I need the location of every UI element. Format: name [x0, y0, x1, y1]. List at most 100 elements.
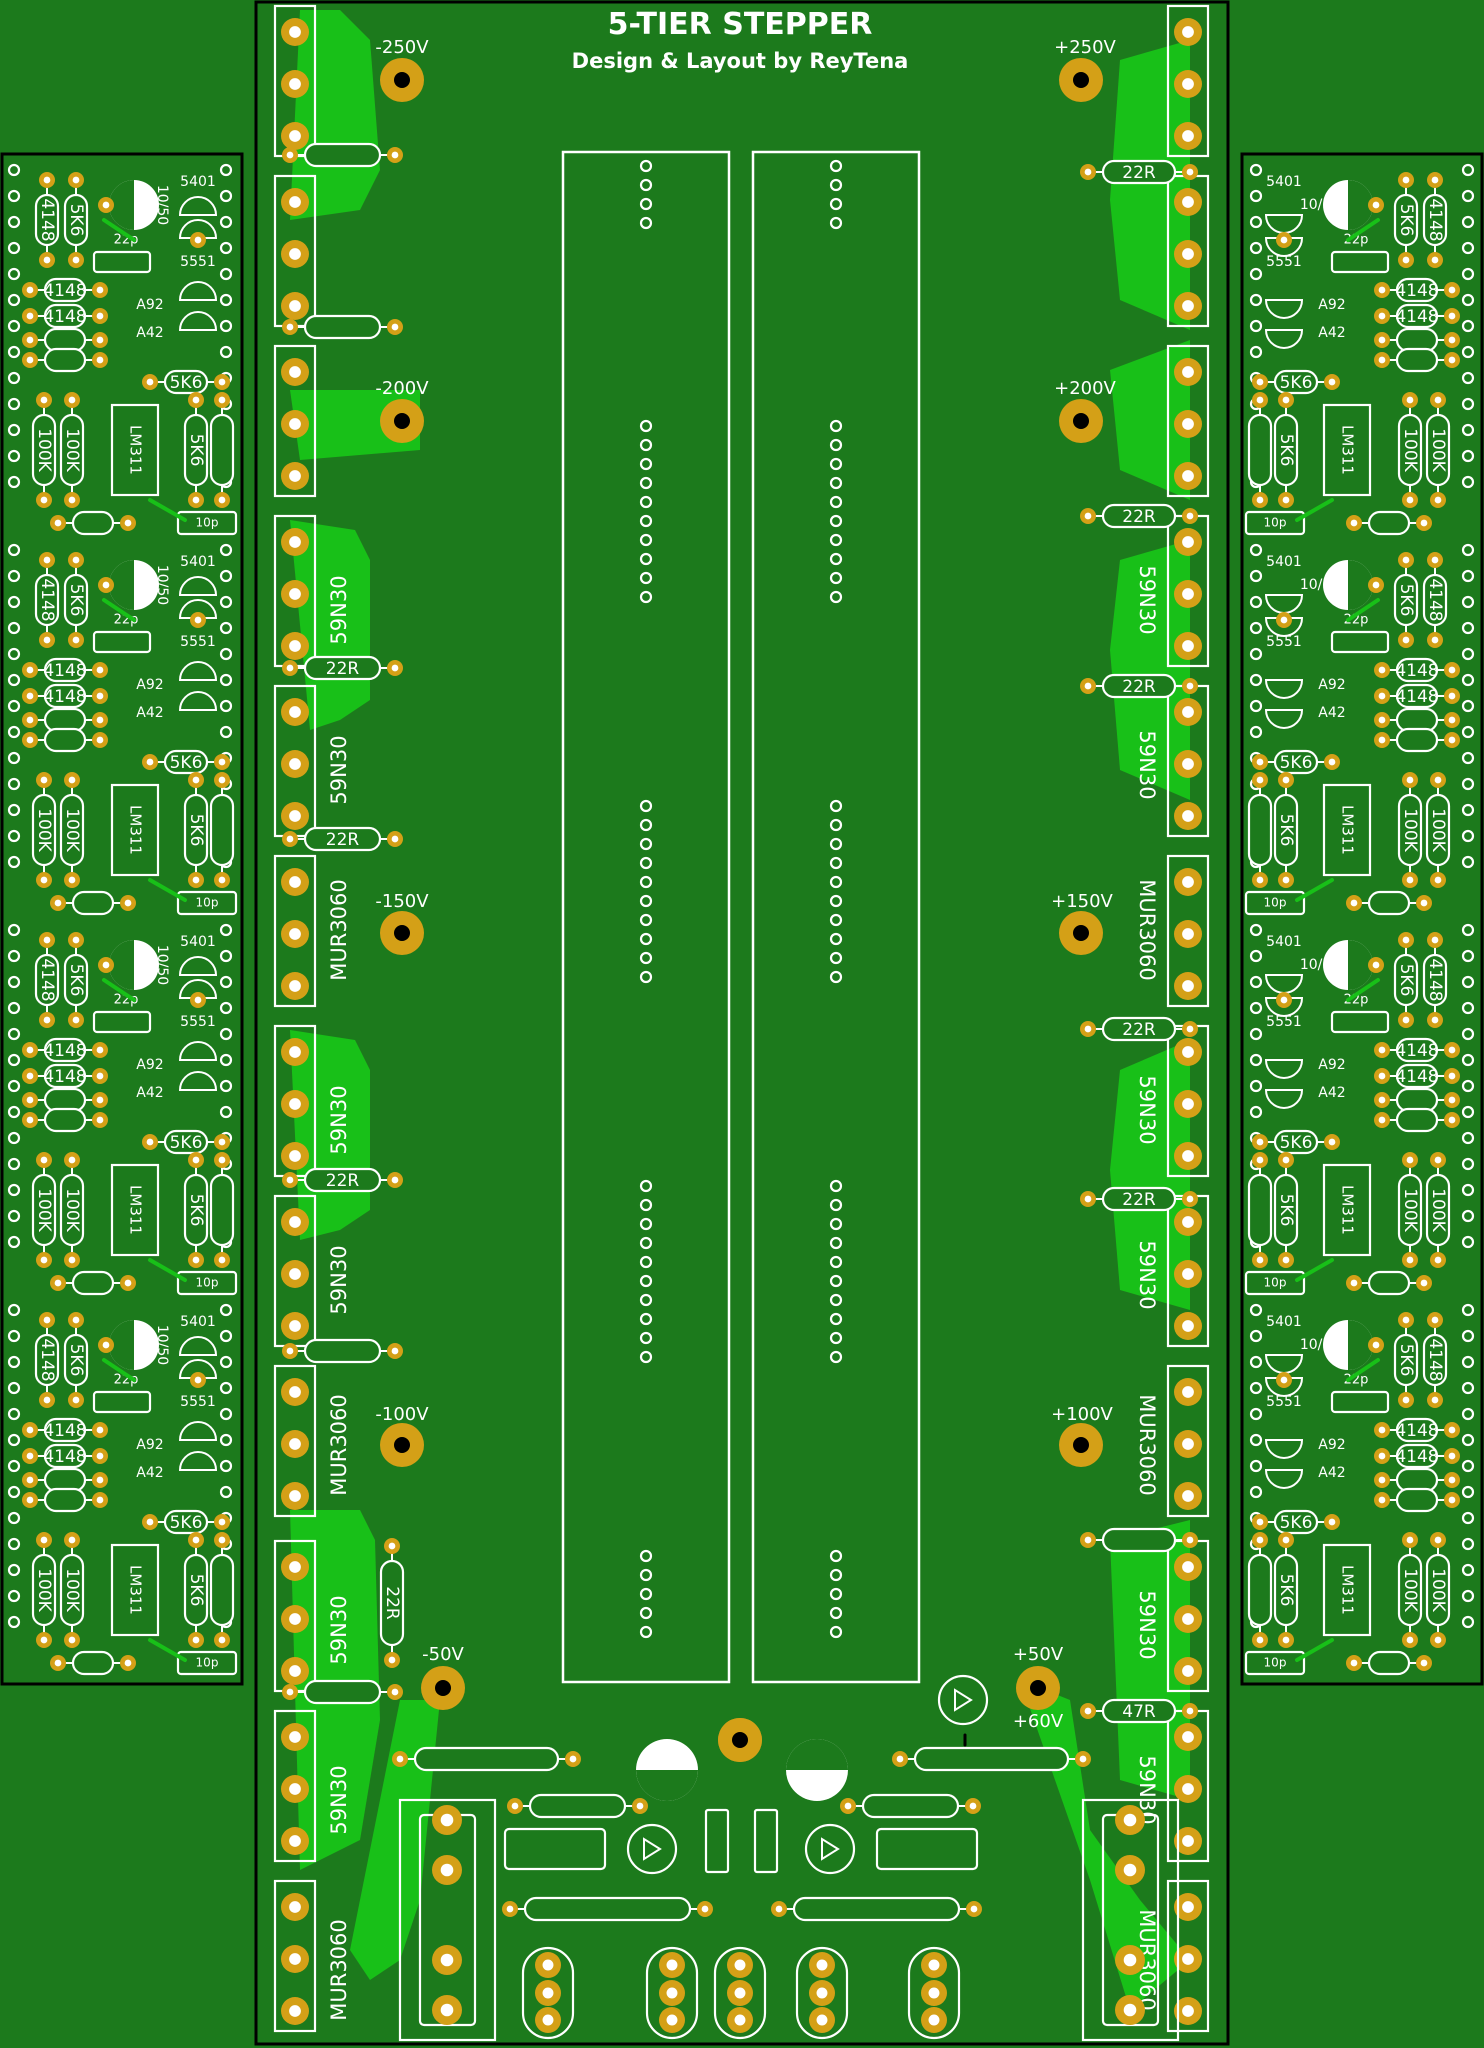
module-edge-via — [7, 621, 21, 635]
pad-hole — [146, 378, 154, 386]
pad-hole — [1256, 396, 1264, 404]
hole-g2-c1-9 — [829, 590, 843, 604]
pad-hole — [26, 1426, 34, 1434]
gate-resistor-l4 — [303, 826, 382, 852]
module-resistor-v — [1393, 193, 1419, 247]
module-edge-via — [1249, 647, 1263, 661]
module-edge-via — [1249, 189, 1263, 203]
pad-hole — [26, 692, 34, 700]
module-edge-via — [1461, 1183, 1475, 1197]
pad-hole — [192, 776, 200, 784]
module-t5551-label: 5551 — [1266, 634, 1302, 650]
module-edge-via — [1249, 241, 1263, 255]
pad-hole — [40, 496, 48, 504]
pad-hole — [1282, 1156, 1290, 1164]
pad-hole — [1182, 1835, 1194, 1847]
pad-hole — [289, 1953, 301, 1965]
module-ta42 — [178, 1071, 218, 1091]
pad-hole — [286, 835, 294, 843]
pad-hole — [1448, 1072, 1456, 1080]
module-10p-cap — [176, 1650, 238, 1676]
module-10p-cap — [176, 890, 238, 916]
module-resistor-5k6 — [1273, 1129, 1319, 1155]
pad-hole — [286, 151, 294, 159]
pad-hole — [289, 300, 301, 312]
pour-left-rail — [350, 1700, 440, 1980]
left-part-label-5: MUR3060 — [327, 1394, 351, 1496]
pour-right-fet3 — [1110, 1040, 1190, 1310]
resistor-label: 4148 — [43, 1067, 86, 1087]
pad-hole — [1182, 588, 1194, 600]
left-terminal-block-11 — [273, 1879, 317, 2033]
pad-hole — [192, 1536, 200, 1544]
module-edge-via — [219, 1079, 233, 1093]
hole-g5-c1-3 — [829, 1606, 843, 1620]
pad-hole — [396, 1755, 404, 1763]
resistor-label: 22R — [1122, 677, 1156, 697]
pad-hole — [1186, 1536, 1194, 1544]
module-edge-via — [1249, 1303, 1263, 1317]
module-trace — [1346, 218, 1380, 242]
resistor-label: 100K — [62, 1568, 82, 1612]
pad-hole — [26, 1476, 34, 1484]
hole-g4-c1-8 — [829, 1331, 843, 1345]
pad-hole — [192, 1636, 200, 1644]
module-cap-polarity — [1348, 560, 1373, 610]
module-resistor-5k6-v — [183, 413, 209, 487]
module-resistor-100k-2 — [1397, 413, 1423, 487]
pad-hole — [391, 1347, 399, 1355]
pad-hole — [102, 1341, 110, 1349]
module-edge-via — [1461, 215, 1475, 229]
module-resistor-h1 — [1395, 1467, 1439, 1493]
pad-hole — [192, 396, 200, 404]
resistor-label: 4148 — [1395, 1041, 1438, 1061]
output-connector-1 — [645, 1946, 699, 2040]
module-diode-v — [1422, 1333, 1448, 1387]
module-cap-polarity — [1348, 1320, 1373, 1370]
module-trace — [148, 1638, 187, 1662]
board-title: 5-TIER STEPPER — [608, 7, 873, 42]
module-resistor-5k6-v — [183, 1173, 209, 1247]
module-22p-label: 22p — [114, 613, 139, 628]
right-terminal-block-11 — [1166, 1879, 1210, 2033]
module-t5401-label: 5401 — [1266, 554, 1302, 570]
module-trace — [1346, 1358, 1380, 1382]
module-22p-cap — [1330, 250, 1390, 274]
module-resistor-v — [1393, 1333, 1419, 1387]
pad-hole — [1182, 980, 1194, 992]
module-ta42-label: A42 — [136, 1085, 163, 1101]
pad-hole — [1431, 256, 1439, 264]
module-trace — [1346, 978, 1380, 1002]
rail-label-pos200: +200V — [1054, 378, 1116, 399]
hole-g2-c1-7 — [829, 552, 843, 566]
pad-hole — [1182, 26, 1194, 38]
hole-g4-c1-7 — [829, 1312, 843, 1326]
resistor-label: 100K — [1428, 808, 1448, 852]
pad-hole — [43, 936, 51, 944]
module-diode-h2 — [1395, 683, 1439, 709]
module-edge-via — [219, 267, 233, 281]
module-edge-via — [1461, 241, 1475, 255]
module-diode-h1 — [43, 1417, 87, 1443]
module-trace — [1295, 1258, 1334, 1282]
resistor-label: 5K6 — [1396, 1344, 1416, 1377]
module-edge-via — [1461, 673, 1475, 687]
pad-hole — [1448, 1496, 1456, 1504]
resistor-label: 22R — [1122, 1020, 1156, 1040]
pad-hole — [68, 1156, 76, 1164]
gate-resistor-l6 — [303, 1338, 382, 1364]
pad-hole — [194, 1376, 202, 1384]
module-edge-via — [7, 1537, 21, 1551]
module-resistor-v2 — [209, 413, 235, 487]
pad-hole — [1402, 176, 1410, 184]
pad-hole — [391, 1176, 399, 1184]
hole-g3-c1-2 — [829, 837, 843, 851]
pad-hole — [1182, 1665, 1194, 1677]
module-edge-via — [7, 673, 21, 687]
module-t5401 — [178, 956, 218, 976]
pad-hole — [289, 196, 301, 208]
left-part-label-6: 59N30 — [327, 1595, 351, 1664]
pad-hole — [506, 1905, 514, 1913]
module-edge-via — [7, 189, 21, 203]
